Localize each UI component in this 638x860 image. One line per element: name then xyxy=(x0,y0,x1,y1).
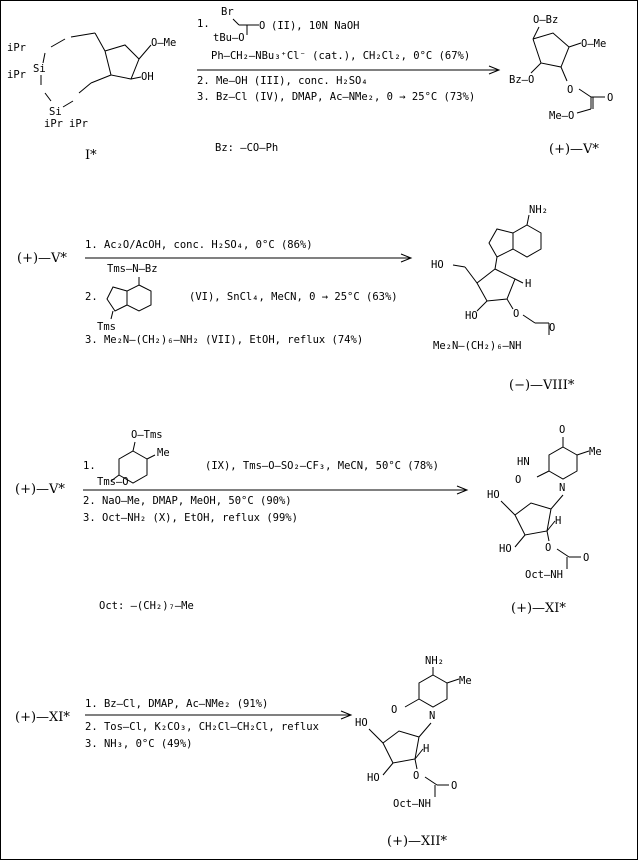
XII-o3: O xyxy=(413,770,419,782)
VIII-ho: HO xyxy=(431,259,444,271)
XI-me: Me xyxy=(589,446,602,458)
XI-o2: O xyxy=(515,474,521,486)
V-meo: Me—O xyxy=(549,110,574,122)
scheme3-start-label: (+)—V* xyxy=(15,482,65,497)
step4-1: 1. Bz—Cl, DMAP, Ac—NMe₂ (91%) xyxy=(85,698,268,710)
XI-octnh: Oct—NH xyxy=(525,569,563,581)
XI-ho2: HO xyxy=(499,543,512,555)
step1-1-text: (II), 10N NaOH xyxy=(271,20,360,32)
VIII-o: O xyxy=(513,308,519,320)
label-I: I* xyxy=(85,148,97,163)
XII-o: O xyxy=(391,704,397,716)
I-si2: Si xyxy=(49,106,62,118)
scheme-3: (+)—V* 1. O—Tms Me Tms—O (IX), Tms—O—SO₂… xyxy=(15,424,602,616)
V-bzo: Bz—O xyxy=(509,74,534,86)
step3-3: 3. Oct—NH₂ (X), EtOH, reflux (99%) xyxy=(83,512,298,524)
VIII-nh2: NH₂ xyxy=(529,204,548,216)
step2-2-text: (VI), SnCl₄, MeCN, 0 → 25°C (63%) xyxy=(189,291,398,303)
XI-o-carbonyl: O xyxy=(583,552,589,564)
XI-ho: HO xyxy=(487,489,500,501)
reagent-IX-me: Me xyxy=(157,447,170,459)
reagent-VI-base: Tms—N—Bz xyxy=(107,263,158,275)
XII-octnh: Oct—NH xyxy=(393,798,431,810)
label-V: (+)—V* xyxy=(549,142,599,157)
structure-I: O—Me OH Si Si iPr iPr iPr iPr I* xyxy=(7,32,176,163)
structure-V: O—Bz O—Me Bz—O O O Me—O (+)—V* xyxy=(509,14,613,157)
step2-1: 1. Ac₂O/AcOH, conc. H₂SO₄, 0°C (86%) xyxy=(85,239,313,251)
XI-o: O xyxy=(559,424,565,436)
XII-o-carbonyl: O xyxy=(451,780,457,792)
step1-3: 3. Bz—Cl (IV), DMAP, Ac—NMe₂, 0 → 25°C (… xyxy=(197,91,475,103)
reagent-IX-structure: O—Tms Me xyxy=(110,429,170,484)
step1-1-line2: Ph—CH₂—NBu₃⁺Cl⁻ (cat.), CH₂Cl₂, 0°C (67%… xyxy=(211,50,470,62)
bz-definition: Bz: —CO—Ph xyxy=(215,142,278,154)
I-ipr1: iPr xyxy=(7,42,26,54)
XII-h: H xyxy=(423,743,429,755)
reagent-IX-tmso: Tms—O xyxy=(97,476,129,488)
I-ome: O—Me xyxy=(151,37,176,49)
V-o2: O xyxy=(607,92,613,104)
step2-2-num: 2. xyxy=(85,291,98,303)
scheme-1: O—Me OH Si Si iPr iPr iPr iPr I* xyxy=(7,6,613,163)
scheme4-start-label: (+)—XI* xyxy=(15,710,70,725)
step3-1-num: 1. xyxy=(83,460,96,472)
reagent-II-o: O xyxy=(259,20,265,32)
XI-n: N xyxy=(559,482,565,494)
reagent-II-br: Br xyxy=(221,6,234,18)
I-ipr4: iPr xyxy=(69,118,88,130)
VIII-ho2: HO xyxy=(465,310,478,322)
I-ipr3: iPr xyxy=(44,118,63,130)
XII-n: N xyxy=(429,710,435,722)
structure-XI: O Me HN O N HO H HO O O Oct—NH (+)—XI* xyxy=(487,424,602,616)
V-o: O xyxy=(567,84,573,96)
reagent-IX-otms: O—Tms xyxy=(131,429,163,441)
step2-3: 3. Me₂N—(CH₂)₆—NH₂ (VII), EtOH, reflux (… xyxy=(85,334,363,346)
XII-ho2: HO xyxy=(367,772,380,784)
reagent-II-tbuo: tBu—O xyxy=(213,32,245,44)
scheme2-start-label: (+)—V* xyxy=(17,251,67,266)
label-XII: (+)—XII* xyxy=(387,834,448,849)
V-obz-top: O—Bz xyxy=(533,14,558,26)
step4-3: 3. NH₃, 0°C (49%) xyxy=(85,738,192,750)
I-ipr2: iPr xyxy=(7,69,26,81)
step1-1-num: 1. xyxy=(197,18,210,30)
reagent-VI-structure xyxy=(106,277,152,320)
label-VIII: (−)—VIII* xyxy=(509,378,575,393)
I-oh: OH xyxy=(141,71,154,83)
step1-2: 2. Me—OH (III), conc. H₂SO₄ xyxy=(197,75,368,87)
structure-VIII: NH₂ HO H HO O O Me₂N—(CH₂)₆—NH (−)—VIII* xyxy=(431,204,575,393)
VIII-chain: Me₂N—(CH₂)₆—NH xyxy=(433,340,522,352)
step3-1-text: (IX), Tms—O—SO₂—CF₃, MeCN, 50°C (78%) xyxy=(205,460,439,472)
scheme-4: (+)—XI* 1. Bz—Cl, DMAP, Ac—NMe₂ (91%) 2.… xyxy=(15,655,472,849)
XII-nh2: NH₂ xyxy=(425,655,444,667)
XII-ho: HO xyxy=(355,717,368,729)
structure-XII: NH₂ Me O N HO H HO O O Oct—NH (+)—XII* xyxy=(355,655,472,849)
oct-definition: Oct: —(CH₂)₇—Me xyxy=(99,600,194,612)
VIII-o-carbonyl: O xyxy=(549,322,555,334)
I-si1: Si xyxy=(33,63,46,75)
XI-h: H xyxy=(555,515,561,527)
reagent-VI-tms: Tms xyxy=(97,321,116,333)
scheme-2: (+)—V* 1. Ac₂O/AcOH, conc. H₂SO₄, 0°C (8… xyxy=(17,204,575,393)
VIII-h: H xyxy=(525,278,531,290)
step4-2: 2. Tos—Cl, K₂CO₃, CH₂Cl—CH₂Cl, reflux xyxy=(85,721,319,733)
XII-me: Me xyxy=(459,675,472,687)
XI-hn: HN xyxy=(517,456,530,468)
V-ome: O—Me xyxy=(581,38,606,50)
step3-2: 2. NaO—Me, DMAP, MeOH, 50°C (90%) xyxy=(83,495,292,507)
XI-o3: O xyxy=(545,542,551,554)
label-XI: (+)—XI* xyxy=(511,601,566,616)
